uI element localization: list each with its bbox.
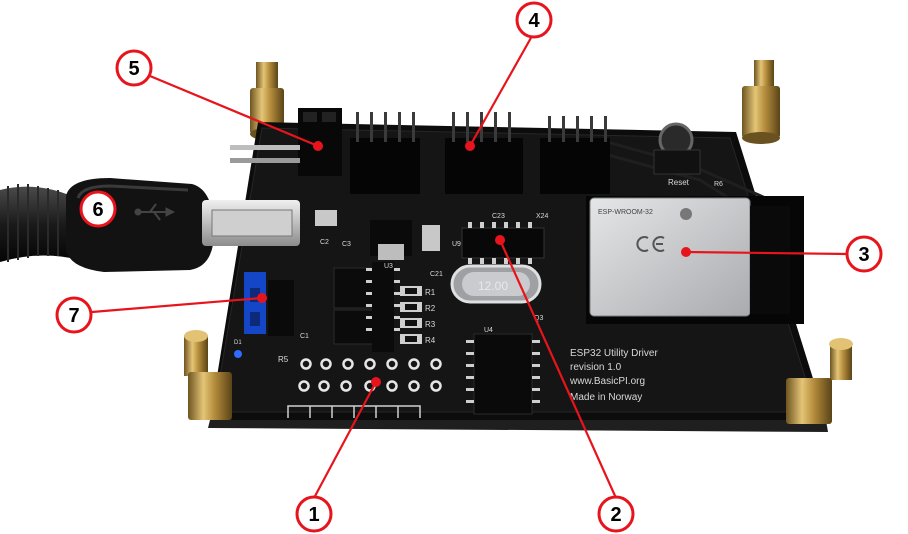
pin-header-block-2 <box>445 112 523 194</box>
svg-text:6: 6 <box>92 199 103 221</box>
reset-label: Reset <box>668 178 690 187</box>
svg-text:4: 4 <box>528 10 540 32</box>
capacitors-top-left <box>315 210 440 251</box>
label-d1: D1 <box>234 340 242 346</box>
usb-icon <box>134 203 176 221</box>
crystal-label: 12.00 <box>478 279 508 293</box>
label-u4: U4 <box>484 327 493 334</box>
standoff-back-right <box>742 60 780 144</box>
label-r2: R2 <box>425 304 436 313</box>
label-u3: U3 <box>384 263 393 270</box>
callout-5: 5 <box>115 49 153 87</box>
pin-header-block-3 <box>540 116 610 194</box>
ic-u3 <box>333 267 379 345</box>
module-logo-icon <box>680 208 692 220</box>
jumper-blocks-left <box>244 272 294 336</box>
label-c2: C2 <box>320 239 329 246</box>
label-q3: Q3 <box>534 315 543 322</box>
callout-6: 6 <box>79 190 117 228</box>
reset-button <box>653 122 701 175</box>
label-r4: R4 <box>425 336 436 345</box>
module-label: ESP-WROOM-32 <box>598 209 653 216</box>
label-c1: C1 <box>300 333 309 340</box>
standoff-front-left <box>184 330 232 420</box>
ic-u4 <box>466 333 540 415</box>
board-title: ESP32 Utility Driver <box>570 348 658 359</box>
header-silkscreen-bottom <box>287 405 421 418</box>
through-hole-grid <box>298 358 442 392</box>
pin-header-block-1 <box>350 112 420 194</box>
ic-u1 <box>366 262 400 352</box>
callout-dots <box>257 141 691 387</box>
svg-text:7: 7 <box>68 305 79 327</box>
label-r3: R3 <box>425 320 436 329</box>
label-r5: R5 <box>278 355 289 364</box>
label-c3: C3 <box>342 241 351 248</box>
board-website: www.BasicPI.org <box>569 376 645 387</box>
esp32-module <box>586 196 804 324</box>
svg-text:5: 5 <box>128 58 139 80</box>
led-d1 <box>234 350 242 358</box>
callout-7: 7 <box>55 296 93 334</box>
callout-1: 1 <box>295 495 333 533</box>
label-u9: U9 <box>452 241 461 248</box>
callout-lines <box>91 35 849 499</box>
svg-text:2: 2 <box>610 504 621 526</box>
standoff-front-right <box>786 338 853 424</box>
board-origin: Made in Norway <box>570 392 642 403</box>
resistor-array <box>400 286 422 344</box>
label-r6: R6 <box>714 181 723 188</box>
callout-2: 2 <box>597 495 635 533</box>
crystal-oscillator <box>450 264 542 304</box>
label-r1: R1 <box>425 288 436 297</box>
svg-text:1: 1 <box>308 504 319 526</box>
callout-4: 4 <box>515 1 553 39</box>
ce-mark-icon <box>636 236 665 252</box>
svg-text:3: 3 <box>858 244 869 266</box>
label-x24: X24 <box>536 213 549 220</box>
board-revision: revision 1.0 <box>570 362 622 373</box>
callout-3: 3 <box>845 235 883 273</box>
voltage-regulator <box>370 220 412 260</box>
label-c21: C21 <box>430 271 443 278</box>
label-c23: C23 <box>492 213 505 220</box>
